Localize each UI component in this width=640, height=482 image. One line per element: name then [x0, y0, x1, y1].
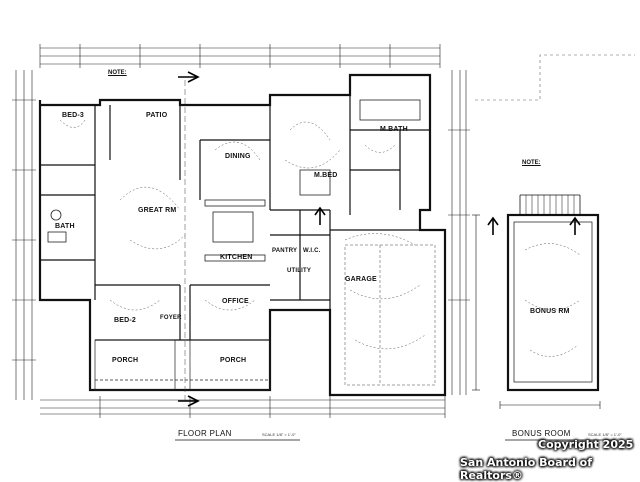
section-arrows [178, 71, 581, 407]
note-label-left: NOTE: [108, 70, 127, 76]
room-label-mbed: M.BED [314, 172, 338, 179]
right-dimension-lines [448, 70, 470, 395]
kitchen-fixtures [47, 99, 421, 262]
copyright-watermark: Copyright 2025 [538, 438, 634, 451]
interior-walls [40, 95, 445, 341]
room-label-office: OFFICE [222, 298, 249, 305]
floor-plan-scale: SCALE 1/8" = 1'-0" [262, 432, 296, 437]
top-dimension-lines [39, 44, 441, 68]
room-label-great-rm: GREAT RM [138, 207, 177, 214]
bonus-room-title: BONUS ROOM [512, 429, 571, 438]
realtor-board-watermark: San Antonio Board of Realtors® [460, 456, 592, 482]
floor-plan-title: FLOOR PLAN [178, 429, 232, 438]
note-label-right: NOTE: [522, 160, 541, 166]
room-label-wic: W.I.C. [303, 248, 321, 254]
room-label-dining: DINING [225, 153, 251, 160]
room-label-foyer: FOYER [160, 315, 182, 321]
room-label-utility: UTILITY [287, 268, 312, 274]
room-label-patio: PATIO [146, 112, 168, 119]
room-label-kitchen: KITCHEN [220, 254, 253, 261]
bonus-room-plan [472, 194, 601, 409]
room-label-porch-left: PORCH [112, 357, 139, 364]
bonus-room-scale: SCALE 1/8" = 1'-0" [588, 432, 622, 437]
garage-layout [344, 244, 436, 386]
porch-outlines [94, 339, 271, 391]
room-label-bed3: BED-3 [62, 112, 85, 119]
room-label-bed2: BED-2 [114, 317, 137, 324]
room-label-mbath: M.BATH [380, 126, 408, 133]
room-label-bonus-rm: BONUS RM [530, 308, 570, 315]
bottom-dimension-lines [40, 396, 446, 418]
room-label-garage: GARAGE [345, 276, 377, 283]
room-label-porch-right: PORCH [220, 357, 247, 364]
room-label-bath: BATH [55, 223, 75, 230]
attic-outline [475, 54, 635, 101]
room-label-pantry: PANTRY [272, 248, 298, 254]
left-dimension-lines [12, 70, 36, 400]
electrical-wiring [59, 119, 426, 350]
exterior-walls [38, 73, 447, 397]
